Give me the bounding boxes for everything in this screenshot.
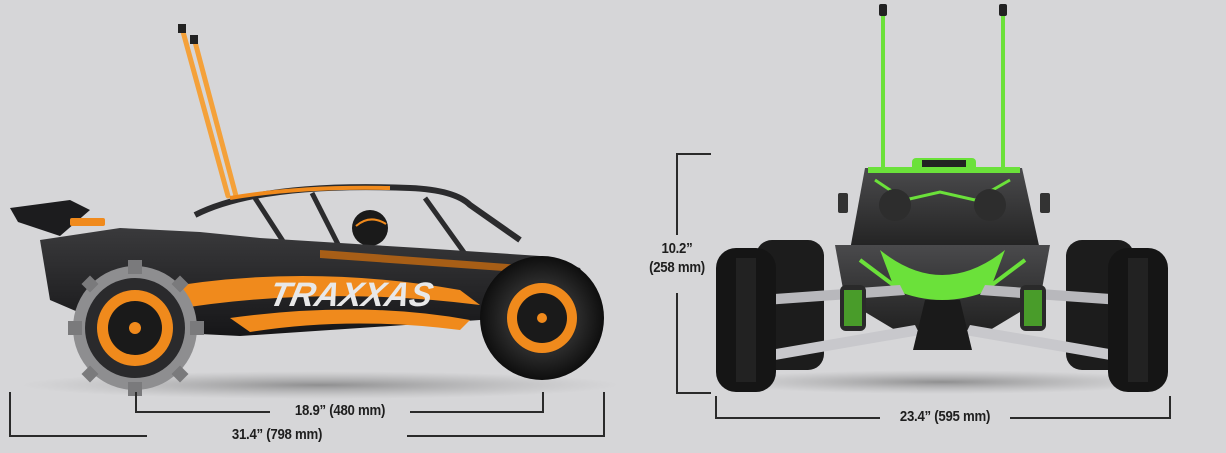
height-label-inches: 10.2” bbox=[661, 240, 693, 257]
side-view-buggy: TRAXXAS bbox=[10, 24, 620, 399]
width-label: 23.4” (595 mm) bbox=[899, 408, 991, 425]
height-label-mm: (258 mm) bbox=[649, 259, 705, 276]
rear-wheel bbox=[68, 260, 204, 396]
dimension-lines bbox=[9, 153, 1171, 437]
brand-decal: TRAXXAS bbox=[266, 276, 436, 314]
height-label: 10.2” (258 mm) bbox=[630, 239, 724, 277]
front-wheel bbox=[480, 256, 604, 380]
front-view-buggy bbox=[712, 4, 1172, 394]
wheelbase-label: 18.9” (480 mm) bbox=[294, 402, 386, 419]
length-label: 31.4” (798 mm) bbox=[231, 426, 323, 443]
